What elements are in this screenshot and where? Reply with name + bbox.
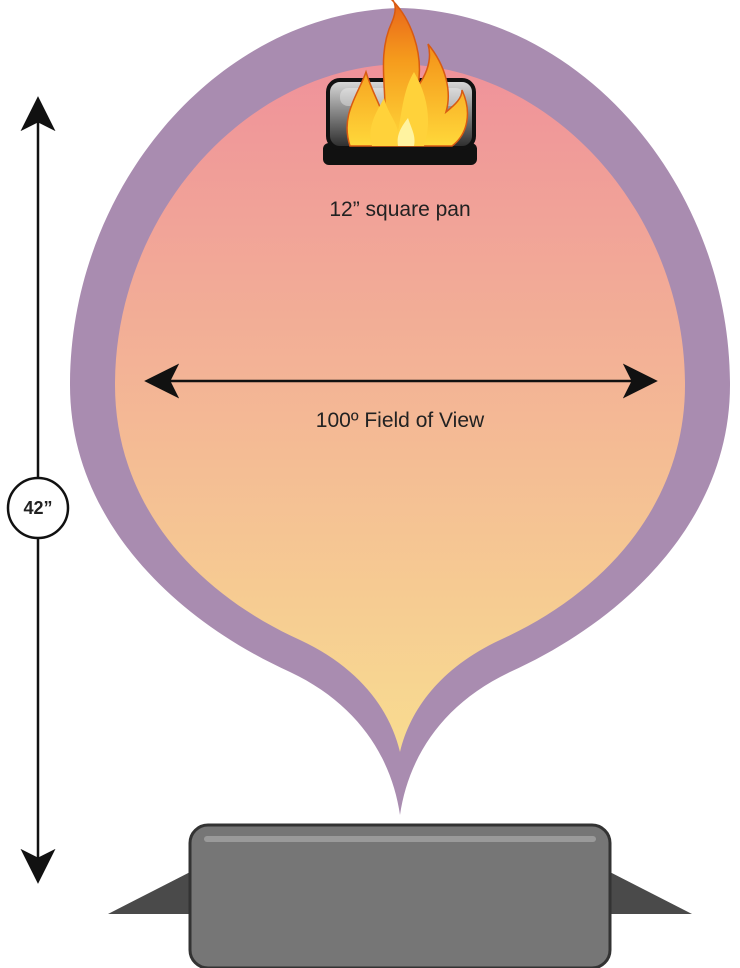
field-of-view-area — [115, 64, 685, 752]
pan-label: 12” square pan — [329, 198, 470, 221]
sensor-device — [108, 823, 692, 968]
distance-label: 42” — [23, 498, 52, 518]
pan-with-flame-icon — [323, 0, 477, 165]
sensor-housing — [188, 823, 612, 968]
mounting-bracket-right — [602, 868, 692, 914]
mounting-bracket-left — [108, 868, 198, 914]
field-of-view-label: 100º Field of View — [316, 409, 485, 432]
distance-badge: 42” — [6, 476, 70, 540]
